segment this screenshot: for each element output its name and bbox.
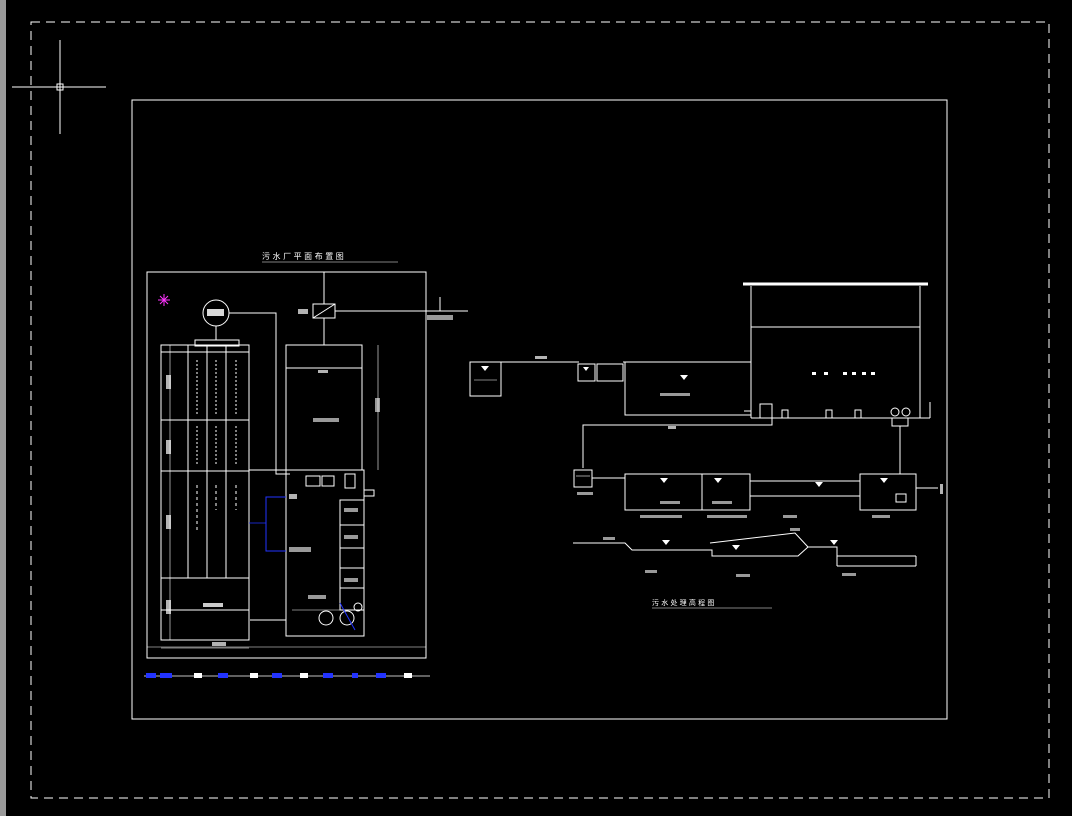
reactor-column-block	[160, 344, 250, 649]
drawing-frame	[131, 99, 948, 720]
primary-tank	[624, 361, 752, 416]
screen-unit	[298, 272, 468, 345]
cursor-crosshair-icon	[12, 40, 106, 134]
clear-water-tank	[859, 473, 917, 511]
equipment-building	[250, 469, 375, 637]
secondary-tanks	[624, 473, 751, 511]
insertion-marker-icon	[158, 294, 170, 306]
plant-plan[interactable]: 污 水 厂 平 面 布 置 图	[144, 251, 468, 678]
paper-boundary-dashed	[30, 21, 1050, 799]
grit-chamber	[577, 363, 596, 382]
viewport-left-edge	[0, 0, 6, 816]
elevation-profile-title: 污 水 处 理 高 程 图	[652, 598, 714, 607]
elevation-profile[interactable]: 污 水 处 理 高 程 图	[469, 282, 943, 609]
inlet-well	[469, 361, 502, 397]
air-pipe-bracket	[265, 496, 286, 552]
treatment-building	[743, 282, 931, 419]
plant-site-boundary	[146, 271, 427, 659]
distribution-well	[573, 469, 593, 488]
layer-legend-strip	[144, 673, 430, 678]
sludge-profile-line	[573, 528, 917, 577]
plant-plan-title: 污 水 厂 平 面 布 置 图	[262, 251, 344, 261]
aeration-tank	[285, 344, 380, 471]
